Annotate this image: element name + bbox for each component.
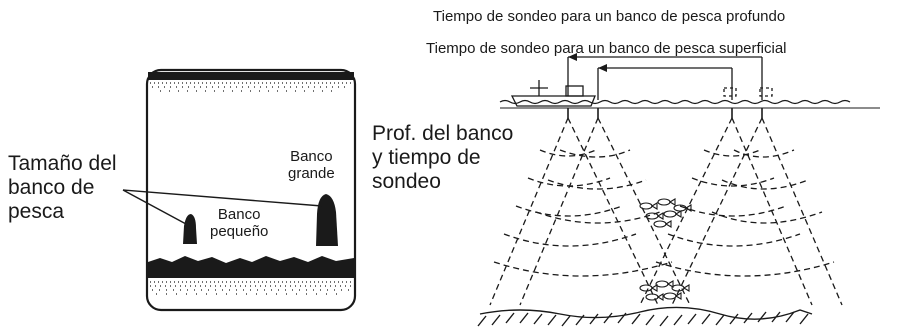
deep-time-arrowhead (568, 53, 577, 61)
sound-beams (489, 117, 843, 306)
seabed (477, 306, 813, 327)
big-school-label: Banco grande (288, 148, 335, 183)
shallow-fish-school (639, 198, 692, 228)
pointer-to-small (122, 189, 187, 225)
small-school-label-line2: pequeño (210, 223, 269, 241)
school-size-label-line1: Tamaño del (8, 152, 117, 175)
depth-time-label: Prof. del banco y tiempo de sondeo (372, 122, 513, 194)
sounding-scene (477, 53, 880, 327)
echo-display (122, 68, 357, 312)
transducers (567, 108, 763, 118)
small-school-echo (183, 214, 197, 244)
deep-school-time-label: Tiempo de sondeo para un banco de pesca … (433, 8, 786, 25)
sea-surface (499, 99, 851, 105)
seabed-tail (150, 281, 352, 295)
depth-time-label-line2: y tiempo de (372, 146, 481, 170)
big-school-label-line1: Banco (290, 148, 333, 165)
big-school-echo (316, 194, 338, 246)
school-size-label: Tamaño del banco de pesca (8, 152, 117, 224)
surface-noise (150, 82, 352, 92)
pointer-to-big (122, 189, 323, 207)
ghost-ship (723, 87, 773, 97)
big-school-label-line2: grande (288, 165, 335, 183)
shallow-school-time-label: Tiempo de sondeo para un banco de pesca … (426, 40, 787, 57)
depth-time-label-line3: sondeo (372, 170, 441, 194)
small-school-label-line1: Banco (217, 206, 261, 223)
display-frame (145, 68, 357, 312)
school-size-label-line3: pesca (8, 200, 65, 224)
seabed-echo (148, 256, 354, 278)
ship (510, 80, 596, 107)
deep-fish-school (639, 280, 690, 301)
small-school-label: Banco pequeño (210, 206, 268, 241)
surface-band (148, 72, 354, 80)
school-size-label-line2: banco de (8, 176, 95, 200)
shallow-time-arrowhead (598, 64, 607, 72)
depth-time-label-line1: Prof. del banco (372, 122, 514, 145)
